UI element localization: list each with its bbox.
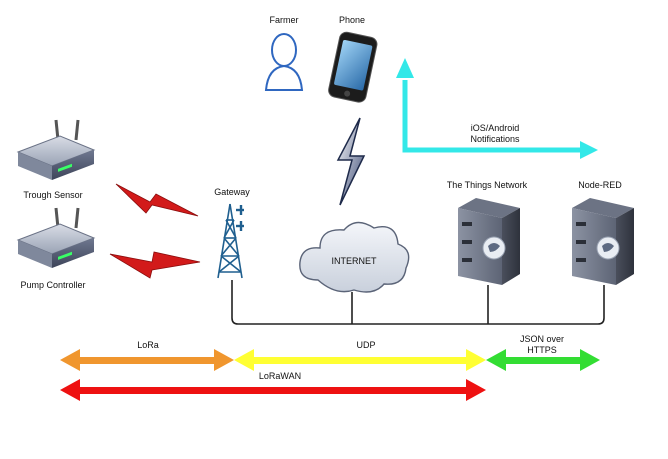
node-red-node: Node-RED (572, 180, 634, 285)
lorawan-label: LoRaWAN (259, 371, 301, 381)
gateway-node: Gateway (214, 187, 250, 279)
server-icon (458, 198, 520, 285)
udp-label: UDP (356, 340, 375, 350)
farmer-label: Farmer (270, 15, 299, 25)
trough-sensor-label: Trough Sensor (23, 190, 82, 200)
internet-label: INTERNET (332, 256, 378, 266)
ttn-node: The Things Network (447, 180, 528, 285)
router-icon (16, 207, 96, 268)
ttn-label: The Things Network (447, 180, 528, 190)
lorawan-arrow (60, 379, 486, 401)
gateway-label: Gateway (214, 187, 250, 197)
trough-sensor-node: Trough Sensor (16, 119, 96, 200)
lightning-icon (336, 117, 366, 206)
phone-node: Phone (328, 15, 378, 103)
json-https-arrow (486, 349, 600, 371)
smartphone-icon (328, 31, 378, 103)
notifications-label-line1: iOS/Android (471, 123, 520, 133)
server-icon (572, 198, 634, 285)
internet-node: INTERNET (299, 221, 410, 293)
cloud-icon (299, 221, 410, 293)
lightning-icon (109, 251, 201, 279)
phone-label: Phone (339, 15, 365, 25)
lora-arrow (60, 349, 234, 371)
farmer-node: Farmer (264, 15, 304, 91)
json-label-line2: HTTPS (527, 345, 557, 355)
network-cable (231, 280, 605, 325)
router-icon (16, 119, 96, 180)
radio-tower-icon (217, 203, 244, 279)
pump-controller-label: Pump Controller (20, 280, 85, 290)
json-label-line1: JSON over (520, 334, 564, 344)
user-icon (264, 33, 304, 91)
lora-label: LoRa (137, 340, 159, 350)
node-red-label: Node-RED (578, 180, 622, 190)
pump-controller-node: Pump Controller (16, 207, 96, 290)
notifications-label-line2: Notifications (470, 134, 520, 144)
udp-arrow (234, 349, 486, 371)
lightning-icon (115, 183, 199, 217)
notifications-arrow (396, 58, 598, 159)
